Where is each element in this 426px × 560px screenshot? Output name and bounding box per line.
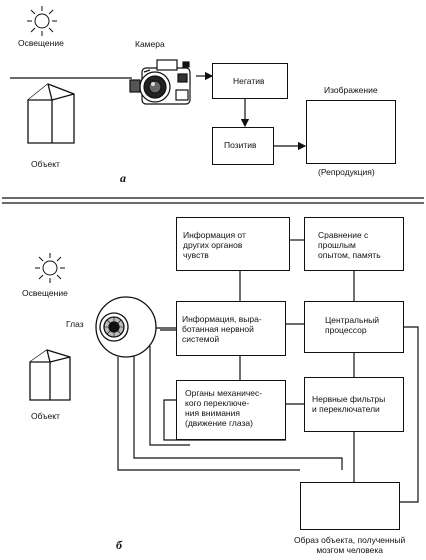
brain-image-box bbox=[300, 482, 400, 530]
illumination-label-b: Освещение bbox=[22, 288, 68, 298]
comparison-memory-label: Сравнение с прошлым опытом, память bbox=[318, 230, 381, 260]
panel-b-letter: б bbox=[116, 538, 122, 552]
mech-switch-label: Органы механичес- кого переключе- ния вн… bbox=[185, 388, 263, 428]
positive-box bbox=[212, 127, 274, 165]
eye-label: Глаз bbox=[66, 319, 84, 329]
image-label: Изображение bbox=[324, 85, 378, 95]
positive-label: Позитив bbox=[224, 140, 257, 150]
info-nervous-label: Информация, выра- ботанная нервной систе… bbox=[182, 314, 262, 344]
object-shape-a bbox=[27, 83, 75, 144]
connector-lines bbox=[117, 239, 419, 503]
object-label-a: Объект bbox=[31, 159, 60, 169]
sun-icon-b bbox=[35, 253, 65, 283]
comparison-memory-box bbox=[304, 217, 404, 271]
reproduction-label: (Репродукция) bbox=[318, 167, 375, 177]
negative-box bbox=[212, 63, 288, 99]
sun-icon bbox=[27, 6, 57, 36]
info-nervous-box bbox=[176, 301, 286, 356]
image-box bbox=[306, 100, 396, 164]
eye-icon bbox=[95, 296, 157, 358]
central-processor-label: Центральный процессор bbox=[325, 315, 379, 335]
camera-icon bbox=[129, 59, 191, 105]
nerve-filters-label: Нервные фильтры и переключатели bbox=[312, 394, 386, 414]
central-processor-box bbox=[304, 301, 404, 353]
object-shape-b bbox=[29, 349, 71, 401]
info-other-senses-label: Информация от других органов чувств bbox=[183, 230, 246, 260]
panel-a-letter: а bbox=[120, 171, 126, 185]
object-label-b: Объект bbox=[31, 411, 60, 421]
illumination-label-a: Освещение bbox=[18, 38, 64, 48]
brain-image-label: Образ объекта, полученный мозгом человек… bbox=[294, 535, 406, 555]
negative-label: Негатив bbox=[233, 76, 265, 86]
nerve-filters-box bbox=[304, 377, 404, 432]
mech-switch-box bbox=[176, 380, 286, 440]
camera-label: Камера bbox=[135, 39, 165, 49]
info-other-senses-box bbox=[176, 217, 290, 271]
